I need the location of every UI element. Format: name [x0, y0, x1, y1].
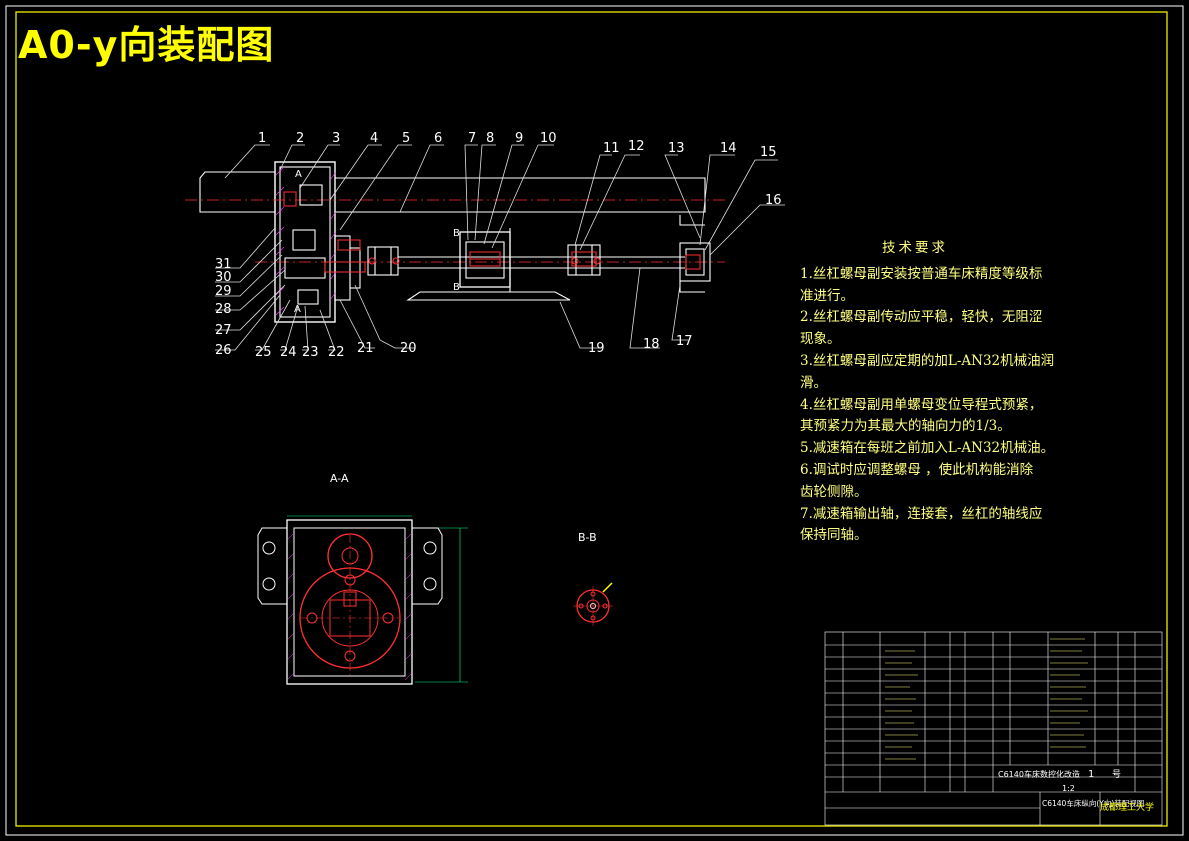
callout-5: 5: [402, 131, 410, 146]
callout-18: 18: [643, 337, 660, 352]
university-name: 成都理工大学: [1100, 803, 1155, 813]
section-bb-view: [573, 582, 613, 626]
requirement-line: 5.减速箱在每班之前加入L-AN32机械油。: [800, 440, 1055, 457]
callout-leaders-left: [215, 227, 688, 351]
requirement-line: 2.丝杠螺母副传动应平稳，轻快，无阻涩: [800, 309, 1043, 326]
requirement-line: 准进行。: [800, 287, 854, 304]
callout-21: 21: [357, 341, 374, 356]
requirement-line: 1.丝杠螺母副安装按普通车床精度等级标: [800, 265, 1043, 282]
callout-2: 2: [296, 131, 304, 146]
inner-border: [15, 11, 1168, 827]
callout-26: 26: [215, 343, 232, 358]
callout-6: 6: [434, 131, 442, 146]
requirement-line: 6.调试时应调整螺母 ，使此机构能消除: [800, 461, 1034, 478]
callout-23: 23: [302, 345, 319, 360]
callout-24: 24: [280, 345, 297, 360]
technical-requirements: 技术要求 1.丝杠螺母副安装按普通车床精度等级标 准进行。 2.丝杠螺母副传动应…: [800, 238, 1090, 547]
section-mark-a-bottom: A: [294, 304, 301, 315]
requirement-line: 3.丝杠螺母副应定期的加L-AN32机械油润: [800, 352, 1055, 369]
callout-27: 27: [215, 323, 232, 338]
requirement-line: 滑。: [800, 374, 827, 391]
callout-29: 29: [215, 284, 232, 299]
requirement-line: 4.丝杠螺母副用单螺母变位导程式预紧，: [800, 396, 1043, 413]
requirement-line: 保持同轴。: [800, 527, 868, 544]
callout-15: 15: [760, 145, 777, 160]
parts-list-entries: [885, 638, 1088, 760]
callout-31: 31: [215, 257, 232, 272]
requirement-line: 现象。: [800, 331, 841, 348]
callout-7: 7: [468, 131, 476, 146]
requirement-line: 7.减速箱输出轴，连接套，丝杠的轴线应: [800, 505, 1043, 522]
callout-22: 22: [328, 345, 345, 360]
section-bb-label: B-B: [578, 531, 597, 544]
callout-1: 1: [258, 131, 266, 146]
callout-28: 28: [215, 302, 232, 317]
section-aa-label: A-A: [330, 472, 349, 485]
callout-16: 16: [765, 193, 782, 208]
section-aa-view: [257, 515, 468, 685]
sheet-number: 1: [1088, 769, 1094, 780]
callout-20: 20: [400, 341, 417, 356]
callout-25: 25: [255, 345, 272, 360]
drawing-name: C6140车床纵向(Y向)装配视图: [1042, 798, 1144, 808]
project-name: C6140车床数控化改造: [998, 769, 1080, 779]
callout-17: 17: [676, 334, 693, 349]
callout-13: 13: [668, 141, 685, 156]
callout-10: 10: [540, 131, 557, 146]
callout-numbers: 1 2 3 4 5 6 7 8 9 10 11 12 13 14 15 16 1…: [215, 131, 782, 360]
callout-30: 30: [215, 270, 232, 285]
outer-border: [5, 5, 1184, 836]
callout-12: 12: [628, 139, 645, 154]
callout-leaders-top: [224, 144, 785, 256]
sheet-unit: 号: [1112, 769, 1121, 780]
title-block-text: C6140车床数控化改造 1 号 1:2 C6140车床纵向(Y向)装配视图: [998, 769, 1144, 808]
callout-9: 9: [515, 131, 523, 146]
requirement-line: 齿轮侧隙。: [800, 483, 868, 500]
callout-11: 11: [603, 141, 620, 156]
gearbox-hatch: [275, 166, 337, 316]
main-view-red-details: [283, 191, 701, 273]
parts-list-table: [824, 631, 1163, 826]
section-mark-b-bottom: B: [453, 282, 460, 293]
callout-19: 19: [588, 341, 605, 356]
callout-3: 3: [332, 131, 340, 146]
callout-4: 4: [370, 131, 378, 146]
section-markers: A A B B: [294, 169, 460, 315]
section-mark-b-top: B: [453, 228, 460, 239]
requirements-title: 技术要求: [882, 240, 948, 256]
drawing-title: A0-y向装配图: [18, 23, 275, 67]
scale-value: 1:2: [1062, 784, 1075, 793]
requirement-line: 其预紧力为其最大的轴向力的1/3。: [800, 418, 1011, 435]
callout-14: 14: [720, 141, 737, 156]
section-mark-a-top: A: [295, 169, 302, 180]
callout-8: 8: [486, 131, 494, 146]
main-assembly-view: [185, 161, 725, 323]
